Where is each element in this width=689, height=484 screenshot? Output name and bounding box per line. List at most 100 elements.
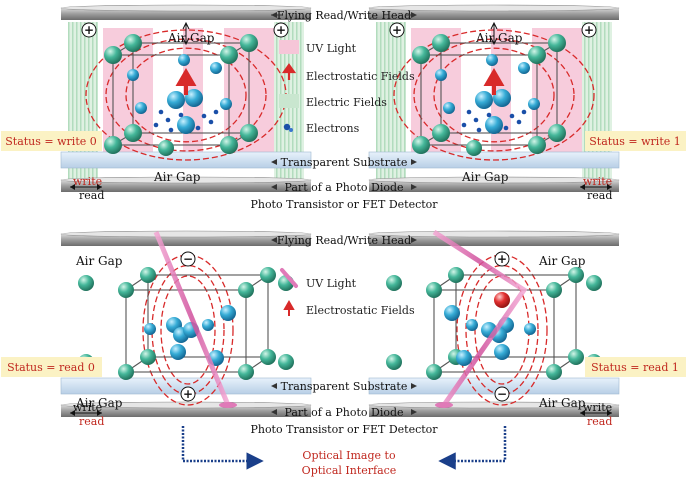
electrostatic-arrow-icon <box>281 63 297 80</box>
read-write-head <box>368 230 620 246</box>
gap-indicator-arrow <box>490 21 498 46</box>
write-read-labels: write read write read write read write r… <box>70 175 612 428</box>
status-box-write1 <box>585 131 686 151</box>
minus-sign: − <box>494 386 510 402</box>
read-write-head <box>60 4 312 20</box>
optical-label-line2: Optical Interface <box>302 464 397 477</box>
electric-fields-swatch <box>279 94 299 108</box>
cyan-atom <box>220 305 236 321</box>
read-label-tr: read <box>587 189 612 202</box>
phototransistor-label-bottom: Photo Transistor or FET Detector <box>250 423 438 436</box>
teal-atom <box>260 267 276 283</box>
legend-electrons: Electrons <box>306 122 360 135</box>
substrate-label-bottom: Transparent Substrate <box>281 380 408 393</box>
air-gap-label-bottom: Air Gap <box>461 170 509 184</box>
substrate-label-top: Transparent Substrate <box>281 156 408 169</box>
read-label-tl: read <box>79 189 104 202</box>
svg-text:+: + <box>84 23 94 37</box>
teal-atom <box>546 282 562 298</box>
optical-arrows <box>181 426 507 470</box>
read-write-head <box>60 230 312 246</box>
legend-electric-fields: Electric Fields <box>306 96 387 109</box>
cyan-atom <box>185 89 203 107</box>
teal-atom <box>546 364 562 380</box>
legend-top: UV Light Electrostatic Fields Electric F… <box>279 40 415 135</box>
charged-atom <box>494 292 510 308</box>
electron <box>476 127 482 133</box>
cyan-atom <box>210 62 222 74</box>
beam-spot <box>435 402 453 408</box>
cyan-atom <box>485 116 503 134</box>
teal-atom <box>240 124 258 142</box>
electrostatic-field-arrow <box>483 68 505 95</box>
air-gap-label-bottom: Air Gap <box>153 170 201 184</box>
phototransistor-label-top: Photo Transistor or FET Detector <box>250 198 438 211</box>
teal-atom <box>140 267 156 283</box>
legend-electrostatic: Electrostatic Fields <box>306 70 415 83</box>
electron <box>503 125 509 131</box>
teal-atom <box>568 267 584 283</box>
svg-text:+: + <box>183 387 193 401</box>
cyan-atom <box>135 102 147 114</box>
teal-atom <box>220 46 238 64</box>
legend-uv-light: UV Light <box>306 42 357 55</box>
electron <box>466 109 472 115</box>
teal-atom <box>220 136 238 154</box>
electron <box>486 112 492 118</box>
write-label-tl: write <box>73 175 102 188</box>
beam-spot <box>219 402 237 408</box>
teal-atom <box>260 349 276 365</box>
electron <box>208 119 214 125</box>
cyan-atom <box>466 319 478 331</box>
cyan-atom <box>167 91 185 109</box>
cyan-atom <box>170 344 186 360</box>
gap-indicator-arrow <box>182 21 190 46</box>
teal-atom <box>412 136 430 154</box>
legend-electrostatic-bottom: Electrostatic Fields <box>306 304 415 317</box>
teal-atom <box>568 349 584 365</box>
teal-atom <box>386 275 402 291</box>
cyan-atom <box>528 98 540 110</box>
status-box-write0 <box>1 131 102 151</box>
optical-arrow-right <box>438 426 507 470</box>
status-read1: Status = read 1 <box>591 361 679 374</box>
plus-sign: + <box>273 22 289 38</box>
svg-text:+: + <box>497 252 507 266</box>
write-label-br: write <box>583 401 612 414</box>
electron <box>178 112 184 118</box>
cyan-atom <box>220 98 232 110</box>
optical-label-line1: Optical Image to <box>302 449 396 462</box>
teal-atom <box>104 136 122 154</box>
teal-atom <box>238 364 254 380</box>
electron <box>461 122 467 128</box>
electron <box>195 125 201 131</box>
minus-sign: − <box>180 251 196 267</box>
cyan-atom <box>127 69 139 81</box>
write-label-bl: write <box>73 401 102 414</box>
status-write0: Status = write 0 <box>5 135 97 148</box>
teal-atom <box>140 349 156 365</box>
status-box-read1 <box>585 357 686 377</box>
electron <box>521 109 527 115</box>
head-label-top: Flying Read/Write Head <box>277 9 411 22</box>
cyan-atom <box>494 344 510 360</box>
cyan-atom <box>486 54 498 66</box>
electron <box>158 109 164 115</box>
write-label-tr: write <box>583 175 612 188</box>
legend-uv-light-bottom: UV Light <box>306 277 357 290</box>
cyan-atom <box>443 102 455 114</box>
uv-beam-icon <box>280 268 298 288</box>
center-labels: Flying Read/Write Head Transparent Subst… <box>250 9 438 477</box>
electrostatic-arrow-icon-bottom <box>283 299 295 316</box>
head-label-bottom: Flying Read/Write Head <box>277 234 411 247</box>
teal-atom <box>118 364 134 380</box>
air-gap-label-bottom: Air Gap <box>538 396 586 410</box>
electrostatic-field-loops <box>142 254 234 406</box>
teal-atom <box>238 282 254 298</box>
uv-light-swatch <box>279 40 299 54</box>
teal-atom <box>528 46 546 64</box>
plus-sign: + <box>81 22 97 38</box>
teal-atom <box>426 282 442 298</box>
teal-atom <box>528 136 546 154</box>
uv-beam <box>153 231 231 406</box>
